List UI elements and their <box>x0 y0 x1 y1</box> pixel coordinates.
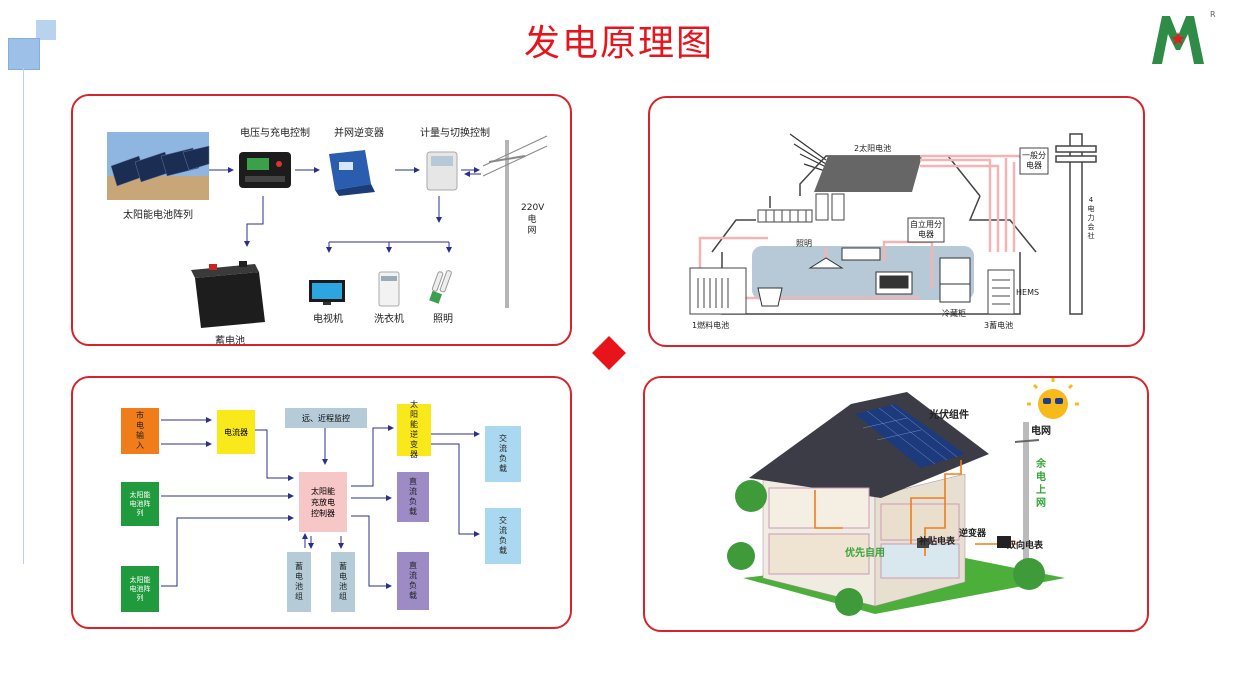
label-solar-cell: 2太阳电池 <box>854 144 892 153</box>
solar-roof <box>814 156 922 192</box>
label-controller: 电压与充电控制 <box>240 128 310 139</box>
block-ac-load-2: 交流负载 <box>485 508 521 564</box>
registered-mark: R <box>1210 10 1216 19</box>
decor-square-large <box>8 38 40 70</box>
grid-pole <box>1023 422 1029 572</box>
label-grid-voltage: 220V <box>521 203 545 213</box>
label-bidirectional-meter: 双向电表 <box>1007 541 1044 551</box>
label-general-board: 一般分电器 <box>1022 151 1046 170</box>
block-ac-load-1: 交流负载 <box>485 426 521 482</box>
label-inverter: 逆变器 <box>959 529 987 539</box>
fridge-unit <box>939 257 971 303</box>
panel-pv-system-components: 电压与充电控制 并网逆变器 计量与切换控制 太阳能电池阵列 220V 电网 蓄电… <box>71 94 572 346</box>
label-grid: 电网 <box>1031 426 1051 437</box>
pv-array-on-roof <box>855 404 965 468</box>
air-conditioner <box>841 247 881 261</box>
label-tv: 电视机 <box>313 314 343 325</box>
block-dc-load-1: 直流负载 <box>397 472 429 522</box>
block-battery-1: 蓄电池组 <box>287 552 311 612</box>
label-solar-array: 太阳能电池阵列 <box>123 210 193 221</box>
panel-house-illustration: 光伏组件 电网 余电上网 优先自用 逆变器 补贴电表 双向电表 <box>643 376 1149 632</box>
block-monitor: 远、近程监控 <box>285 408 367 428</box>
utility-pole <box>482 135 548 308</box>
decor-left-line <box>23 68 24 564</box>
self-board-box <box>907 217 945 243</box>
battery-image <box>191 261 265 328</box>
block-controller: 太阳能 充放电 控制器 <box>299 472 347 532</box>
storage-battery-unit <box>987 269 1015 315</box>
center-diamond <box>592 336 626 370</box>
block-rectifier: 电流器 <box>217 410 255 454</box>
page-title: 发电原理图 <box>523 23 714 64</box>
ceiling-lamp <box>808 257 844 269</box>
roof <box>749 392 989 498</box>
decor-square-small <box>36 20 56 40</box>
label-self-board: 自立用分电器 <box>910 220 942 239</box>
panel-block-diagram: 市电输入 电流器 远、近程监控 太阳能逆变器 交流负载 太阳能电池阵列 太阳能 … <box>71 376 572 629</box>
label-pv-module: 光伏组件 <box>929 410 969 421</box>
company-logo: R <box>1148 10 1216 66</box>
sun-icon <box>1027 378 1079 419</box>
tv-image <box>309 280 345 305</box>
bulb-image <box>429 270 452 304</box>
panel-house-energy-system: 2太阳电池 一般分电器 4电力会社 自立用分电器 照明 HEMS 1燃料电池 冷… <box>648 96 1145 347</box>
label-subsidy-meter: 补贴电表 <box>919 537 956 547</box>
label-grid: 电网 <box>527 215 537 236</box>
power-pole <box>1055 133 1097 315</box>
bath-basin <box>757 287 783 307</box>
fuel-cell-unit <box>689 267 747 315</box>
label-inverter: 并网逆变器 <box>334 128 384 139</box>
label-fridge: 冷藏柜 <box>942 309 966 318</box>
grid-inverter-image <box>329 150 375 196</box>
label-washer: 洗衣机 <box>374 314 404 325</box>
block-battery-2: 蓄电池组 <box>331 552 355 612</box>
meter-image <box>426 151 458 191</box>
block-solar-array-2: 太阳能电池阵列 <box>121 566 159 612</box>
label-lighting: 照明 <box>433 314 453 325</box>
subsidy-meter-box <box>917 538 929 548</box>
label-surplus-to-grid: 余电上网 <box>1036 459 1046 509</box>
label-storage-battery: 3蓄电池 <box>984 321 1014 330</box>
washer-image <box>378 271 400 307</box>
label-fuel-cell: 1燃料电池 <box>692 321 730 330</box>
solar-array-image <box>107 132 210 200</box>
block-solar-inverter: 太阳能逆变器 <box>397 400 431 459</box>
block-solar-array-1: 太阳能电池阵列 <box>121 482 159 526</box>
block-mains-input: 市电输入 <box>121 408 159 454</box>
label-battery: 蓄电池 <box>215 336 245 346</box>
label-lighting: 照明 <box>796 239 812 248</box>
label-priority-use: 优先自用 <box>845 548 885 559</box>
label-meter: 计量与切换控制 <box>420 128 490 139</box>
block-dc-load-2: 直流负载 <box>397 552 429 610</box>
sun-rays <box>789 133 829 173</box>
bidirectional-meter-box <box>997 536 1011 548</box>
charge-controller-image <box>239 152 291 188</box>
label-power-company: 4电力会社 <box>1087 196 1095 240</box>
label-hems: HEMS <box>1016 288 1040 297</box>
general-board-box <box>1019 147 1049 175</box>
